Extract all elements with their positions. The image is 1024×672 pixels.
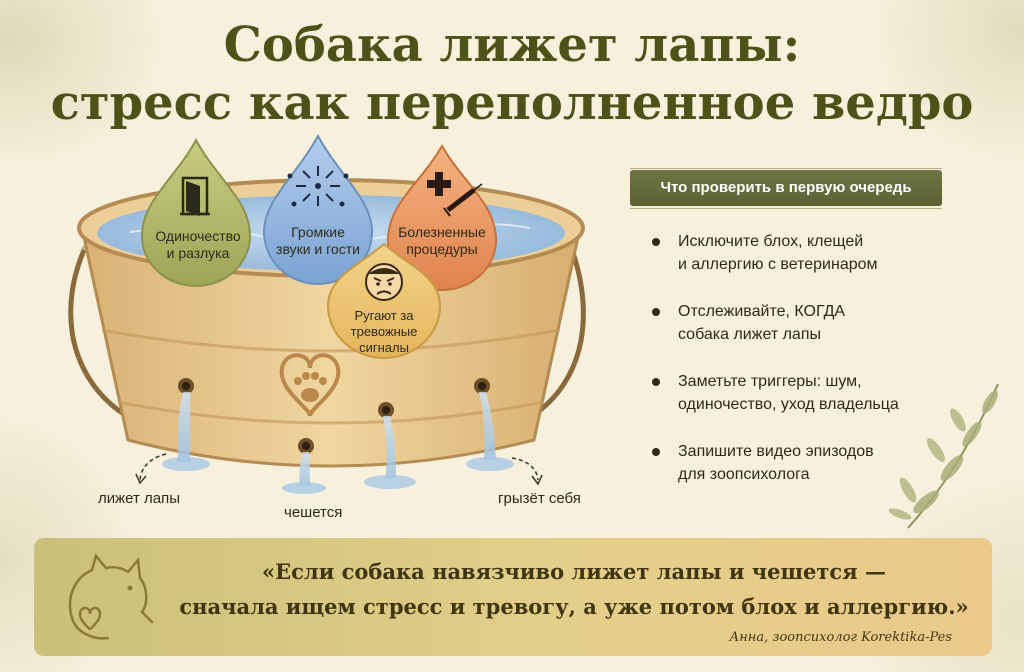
quote-box: «Если собака навязчиво лижет лапы и чеше… — [34, 538, 992, 656]
stressor-label-noise: Громкие звуки и гости — [276, 224, 360, 257]
checklist-header: Что проверить в первую очередь — [630, 170, 942, 206]
stressor-label-loneliness: Одиночество и разлука — [155, 228, 241, 261]
bullet-icon — [652, 308, 660, 316]
quote-author: Анна, зоопсихолог Korektika-Pes — [729, 630, 952, 645]
arrow-right-head — [531, 474, 543, 486]
stressor-drop-orange — [386, 144, 498, 291]
bullet-icon — [652, 238, 660, 246]
outlet-hole-left — [178, 378, 194, 394]
arrow-left-head — [135, 473, 147, 485]
outlet-hole-mid-left — [298, 438, 314, 454]
outlet-label-licks-paws: лижет лапы — [98, 490, 181, 507]
dog-heart-icon — [68, 553, 154, 640]
panel-bottom-line — [630, 208, 942, 209]
stream-left — [162, 392, 210, 471]
title-line-1: Собака лижет лапы: — [223, 17, 801, 73]
stressor-label-procedures: Болезненные процедуры — [398, 224, 486, 257]
outlet-hole-right — [474, 378, 490, 394]
bucket-band-1 — [101, 328, 561, 353]
arrow-right — [511, 457, 539, 481]
outlet-label-chews: грызёт себя — [498, 490, 581, 507]
fireworks-icon — [287, 166, 349, 207]
quote-text: «Если собака навязчиво лижет лапы и чеше… — [179, 559, 969, 619]
bullet-icon — [652, 378, 660, 386]
stressor-drop-green — [140, 137, 252, 287]
stressor-drop-blue — [262, 133, 374, 285]
stressor-label-scolding: Ругают за тревожные сигналы — [350, 308, 418, 355]
stream-right — [466, 392, 514, 471]
door-icon — [180, 176, 210, 216]
leaf-branch-icon — [888, 383, 999, 529]
stream-mid-left — [282, 452, 326, 494]
title-line-2: стресс как переполненное ведро — [50, 75, 974, 131]
bullet-icon — [652, 448, 660, 456]
paw-heart-icon — [279, 353, 341, 417]
page-title: Собака лижет лапы: стресс как переполнен… — [0, 16, 1024, 132]
medical-cross-syringe-icon — [427, 172, 483, 217]
outlet-label-scratches: чешется — [284, 504, 343, 521]
outlet-hole-mid-right — [378, 402, 394, 418]
panel-top-line — [630, 168, 942, 169]
stressor-drop-yellow — [326, 242, 442, 359]
stream-mid-right — [364, 416, 416, 489]
angry-face-icon — [365, 263, 403, 301]
arrow-left — [139, 453, 167, 481]
